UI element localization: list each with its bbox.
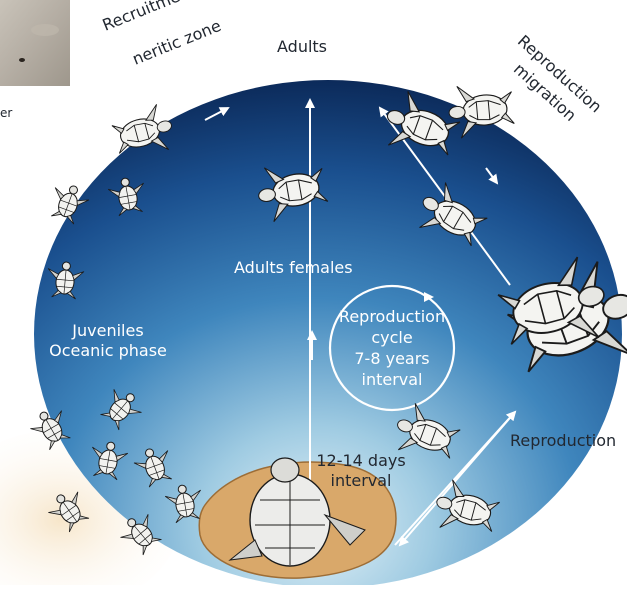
nesting-interval-line2: interval [305, 472, 417, 490]
cycle-label-line3: 7-8 years [330, 350, 454, 368]
nesting-interval-line1: 12-14 days [305, 452, 417, 470]
juveniles-label-line1: Juveniles [48, 322, 168, 340]
adult-females-label: Adults females [234, 259, 353, 277]
cycle-label-line1: Reproduction [330, 308, 454, 326]
caption-fragment: er [0, 104, 12, 122]
juveniles-label-line2: Oceanic phase [48, 342, 168, 360]
adults-label: Adults [277, 38, 327, 56]
cycle-label-line2: cycle [330, 329, 454, 347]
cycle-label-line4: interval [330, 371, 454, 389]
reproduction-label: Reproduction [510, 432, 616, 450]
sand-photo [0, 0, 70, 86]
